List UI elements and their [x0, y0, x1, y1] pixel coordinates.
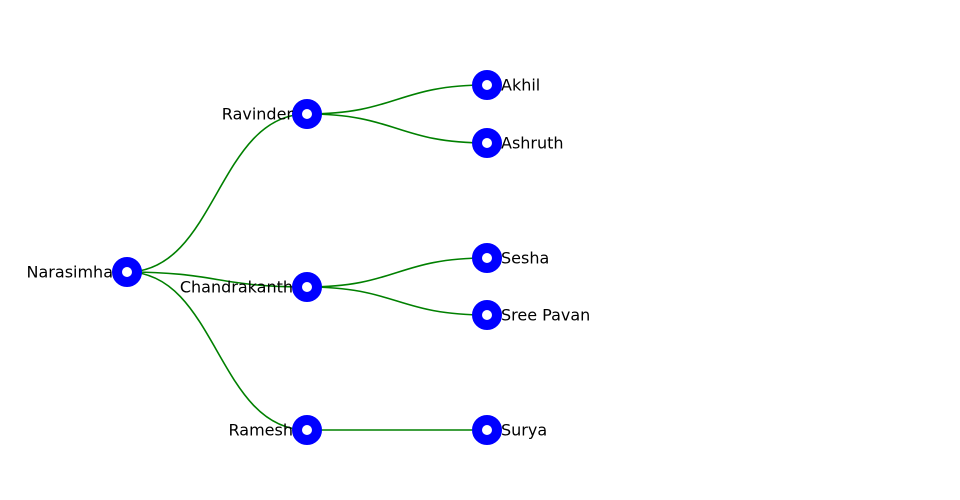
link-narasimha-chandrakanth: [126, 271, 308, 288]
node-label: Akhil: [501, 76, 540, 95]
link-chandrakanth-sesha: [306, 257, 488, 288]
link-narasimha-ravinder: [126, 113, 308, 273]
node-ashruth[interactable]: Ashruth: [472, 128, 564, 158]
node-label: Sesha: [501, 249, 549, 268]
node-label: Surya: [501, 421, 547, 440]
node-circle[interactable]: [472, 415, 502, 445]
node-sree-pavan[interactable]: Sree Pavan: [472, 300, 590, 330]
node-ravinder[interactable]: Ravinder: [222, 99, 322, 129]
node-circle[interactable]: [292, 272, 322, 302]
link-chandrakanth-sree-pavan: [306, 286, 488, 316]
link-narasimha-ramesh: [126, 271, 308, 431]
node-circle[interactable]: [292, 415, 322, 445]
node-circle[interactable]: [292, 99, 322, 129]
node-circle[interactable]: [472, 128, 502, 158]
node-label: Ramesh: [229, 421, 293, 440]
node-surya[interactable]: Surya: [472, 415, 547, 445]
node-label: Ravinder: [222, 105, 294, 124]
link-ravinder-akhil: [306, 84, 488, 115]
node-chandrakanth[interactable]: Chandrakanth: [180, 272, 322, 302]
nodes: Narasimha Ravinder AkhilAshruthChandrakant…: [27, 70, 590, 445]
node-label: Narasimha: [27, 263, 113, 282]
node-circle[interactable]: [472, 243, 502, 273]
node-label: Sree Pavan: [501, 306, 590, 325]
link-ravinder-ashruth: [306, 113, 488, 144]
node-sesha[interactable]: Sesha: [472, 243, 549, 273]
links: [126, 84, 488, 431]
node-akhil[interactable]: Akhil: [472, 70, 540, 100]
node-circle[interactable]: [112, 257, 142, 287]
node-label: Ashruth: [501, 134, 564, 153]
node-circle[interactable]: [472, 70, 502, 100]
node-narasimha[interactable]: Narasimha: [27, 257, 142, 287]
node-label: Chandrakanth: [180, 278, 293, 297]
node-circle[interactable]: [472, 300, 502, 330]
node-ramesh[interactable]: Ramesh: [229, 415, 322, 445]
